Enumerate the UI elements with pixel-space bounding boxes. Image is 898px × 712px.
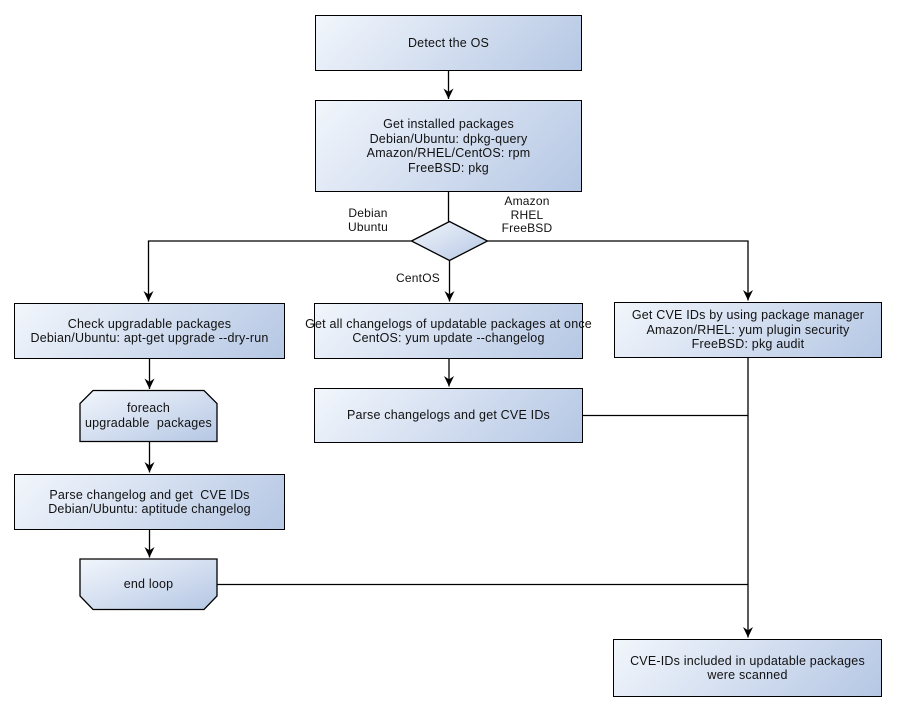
node-end-loop: end loop	[80, 559, 217, 609]
node-get-installed-packages: Get installed packages Debian/Ubuntu: dp…	[315, 100, 582, 192]
node-detect-os-label: Detect the OS	[407, 35, 490, 50]
node-get-all-changelogs: Get all changelogs of updatable packages…	[305, 303, 592, 359]
edge-label-centos: CentOS	[396, 271, 440, 285]
node-check-upgradable-label: Check upgradable packages Debian/Ubuntu:…	[30, 316, 269, 346]
node-parse-changelog-deb-label: Parse changelog and get CVE IDs Debian/U…	[48, 487, 251, 517]
node-scanned-result-label: CVE-IDs included in updatable packages w…	[630, 653, 865, 683]
edge-decision-to-get-cve	[487, 240, 753, 301]
node-parse-changelog-deb: Parse changelog and get CVE IDs Debian/U…	[14, 474, 285, 530]
node-get-installed-packages-label: Get installed packages Debian/Ubuntu: dp…	[366, 117, 531, 175]
end-loop-shape	[79, 558, 218, 611]
edge-label-amazon-rhel-freebsd: Amazon RHEL FreeBSD	[501, 194, 553, 235]
node-get-cve-ids-pkg-mgr-label: Get CVE IDs by using package manager Ama…	[631, 308, 865, 352]
decision-diamond	[410, 220, 489, 262]
node-scanned-result: CVE-IDs included in updatable packages w…	[613, 639, 882, 697]
node-detect-os: Detect the OS	[315, 15, 582, 71]
edge-decision-to-check-upgradable	[143, 240, 412, 302]
node-foreach-loop: foreach upgradable packages	[80, 390, 217, 441]
node-get-cve-ids-pkg-mgr: Get CVE IDs by using package manager Ama…	[614, 302, 882, 358]
node-get-all-changelogs-label: Get all changelogs of updatable packages…	[305, 316, 592, 346]
foreach-loop-shape	[79, 389, 218, 443]
node-parse-changelogs-centos-label: Parse changelogs and get CVE IDs	[346, 408, 551, 423]
node-foreach-loop-label: foreach upgradable packages	[84, 401, 212, 430]
node-end-loop-label: end loop	[123, 576, 174, 591]
node-check-upgradable: Check upgradable packages Debian/Ubuntu:…	[14, 303, 285, 359]
edge-label-debian-ubuntu: Debian Ubuntu	[348, 206, 388, 234]
node-parse-changelogs-centos: Parse changelogs and get CVE IDs	[314, 388, 583, 443]
